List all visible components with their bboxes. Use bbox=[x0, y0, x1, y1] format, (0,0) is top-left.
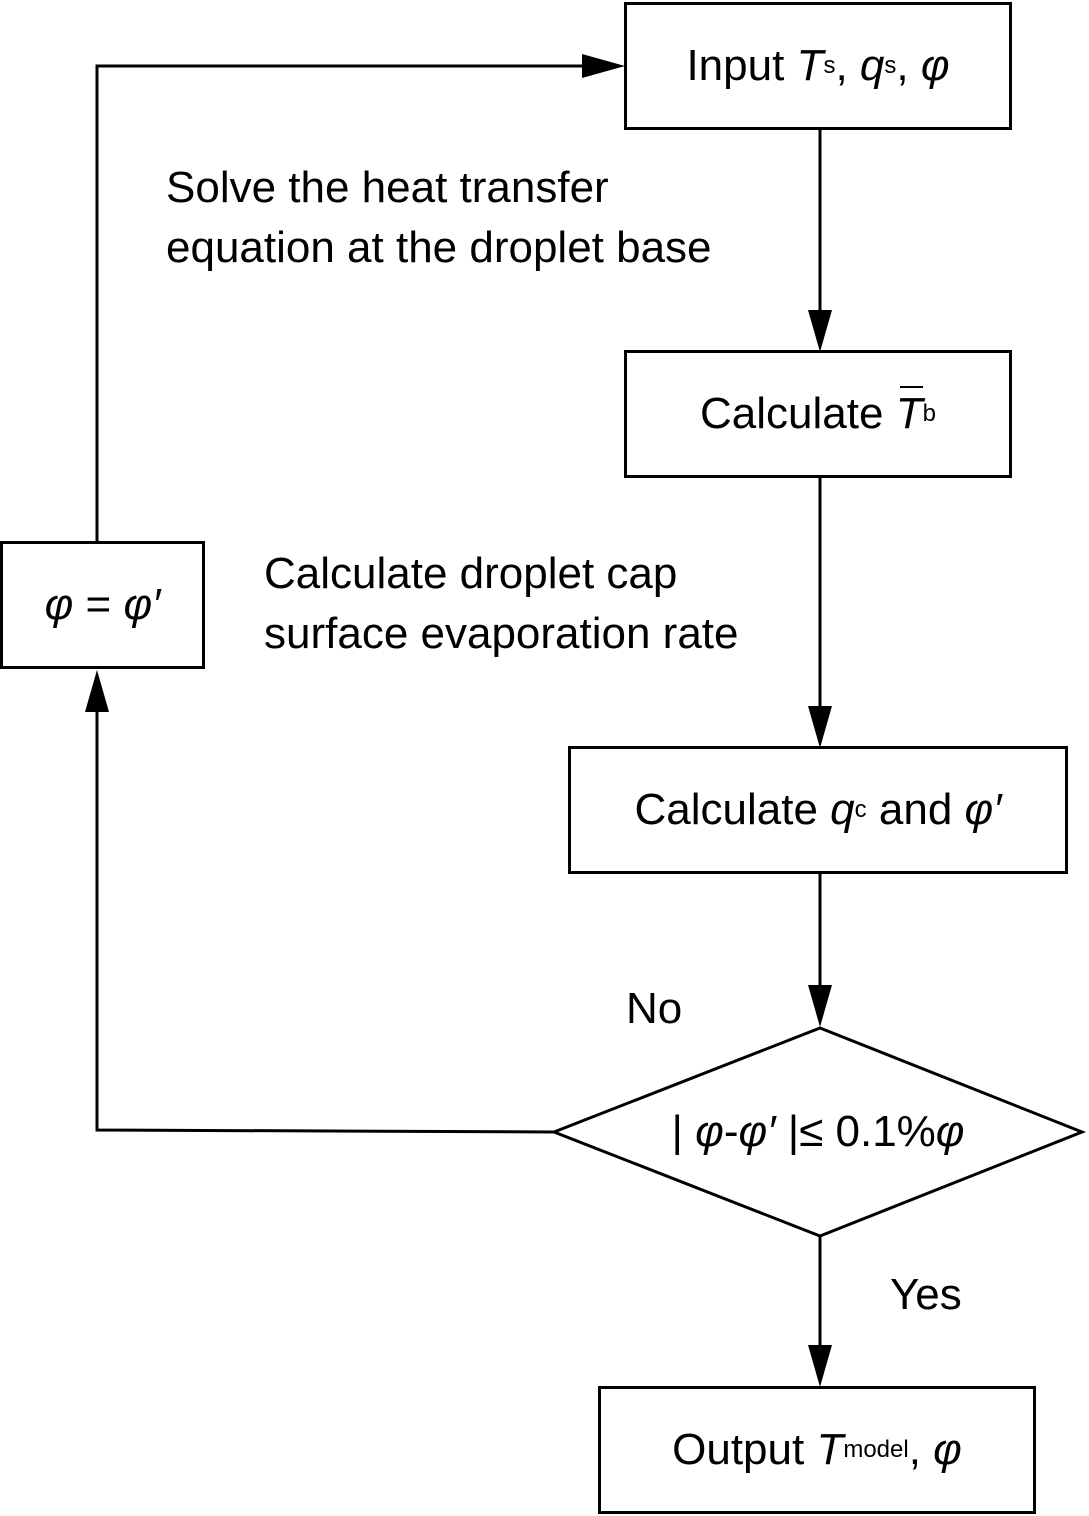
calc-tb-sub: b bbox=[922, 400, 936, 427]
input-var-qs: q bbox=[859, 41, 885, 90]
output-var-t: T bbox=[816, 1425, 844, 1474]
calc-qc-sub: c bbox=[854, 796, 867, 823]
arrowhead-calc-tb bbox=[808, 310, 832, 352]
output-label: Output bbox=[672, 1425, 817, 1474]
branch-label-no: No bbox=[626, 984, 683, 1033]
decision-rest: |≤ 0.1% bbox=[775, 1107, 936, 1156]
input-sep-1: , bbox=[835, 41, 860, 90]
note-evaporation-line-1: Calculate droplet cap bbox=[264, 549, 678, 598]
input-var-phi: φ bbox=[920, 41, 950, 90]
arrowhead-decision bbox=[808, 985, 832, 1027]
output-sep: , bbox=[908, 1425, 934, 1474]
output-sub-model: model bbox=[843, 1436, 909, 1463]
calc-qc-var-q: q bbox=[830, 785, 855, 834]
calc-tb-label: Calculate bbox=[700, 389, 896, 438]
note-evaporation-line-2: surface evaporation rate bbox=[264, 609, 739, 658]
decision-diamond bbox=[549, 1026, 1087, 1238]
input-label: Input bbox=[686, 41, 797, 90]
note-evaporation: Calculate droplet cap surface evaporatio… bbox=[264, 544, 739, 664]
input-sub-s1: s bbox=[823, 52, 836, 79]
branch-label-yes: Yes bbox=[890, 1270, 962, 1319]
decision-var-phi-2: φ bbox=[935, 1107, 965, 1156]
calc-qc-var-phi: φ′ bbox=[964, 785, 1002, 834]
update-op: = bbox=[73, 580, 124, 629]
update-box: φ = φ′ bbox=[0, 541, 205, 669]
arrowhead-output bbox=[808, 1345, 832, 1387]
decision-bar-left: | bbox=[671, 1107, 696, 1156]
note-heat-transfer-line-2: equation at the droplet base bbox=[166, 223, 712, 272]
update-rhs: φ′ bbox=[123, 580, 161, 629]
arrowhead-input bbox=[582, 54, 625, 78]
input-var-ts: T bbox=[796, 41, 824, 90]
decision-var-phi-prime: φ′ bbox=[738, 1107, 776, 1156]
output-var-phi: φ bbox=[933, 1425, 962, 1474]
decision-dash: - bbox=[723, 1107, 739, 1156]
decision-var-phi: φ bbox=[695, 1107, 724, 1156]
note-heat-transfer: Solve the heat transfer equation at the … bbox=[166, 158, 712, 278]
update-lhs: φ bbox=[44, 580, 74, 629]
arrowhead-calc-qc bbox=[808, 706, 832, 748]
edge-decision-to-update bbox=[95, 712, 555, 1134]
note-heat-transfer-line-1: Solve the heat transfer bbox=[166, 163, 609, 212]
edge-update-to-input bbox=[95, 64, 582, 542]
input-sep-2: , bbox=[896, 41, 921, 90]
calc-qc-label: Calculate bbox=[634, 785, 831, 834]
arrowhead-update bbox=[85, 670, 109, 712]
input-sub-s2: s bbox=[884, 52, 897, 79]
calc-tb-var: T bbox=[895, 386, 923, 438]
decision-condition: | φ-φ′ |≤ 0.1%φ bbox=[554, 1102, 1082, 1162]
calc-qc-mid: and bbox=[866, 785, 965, 834]
